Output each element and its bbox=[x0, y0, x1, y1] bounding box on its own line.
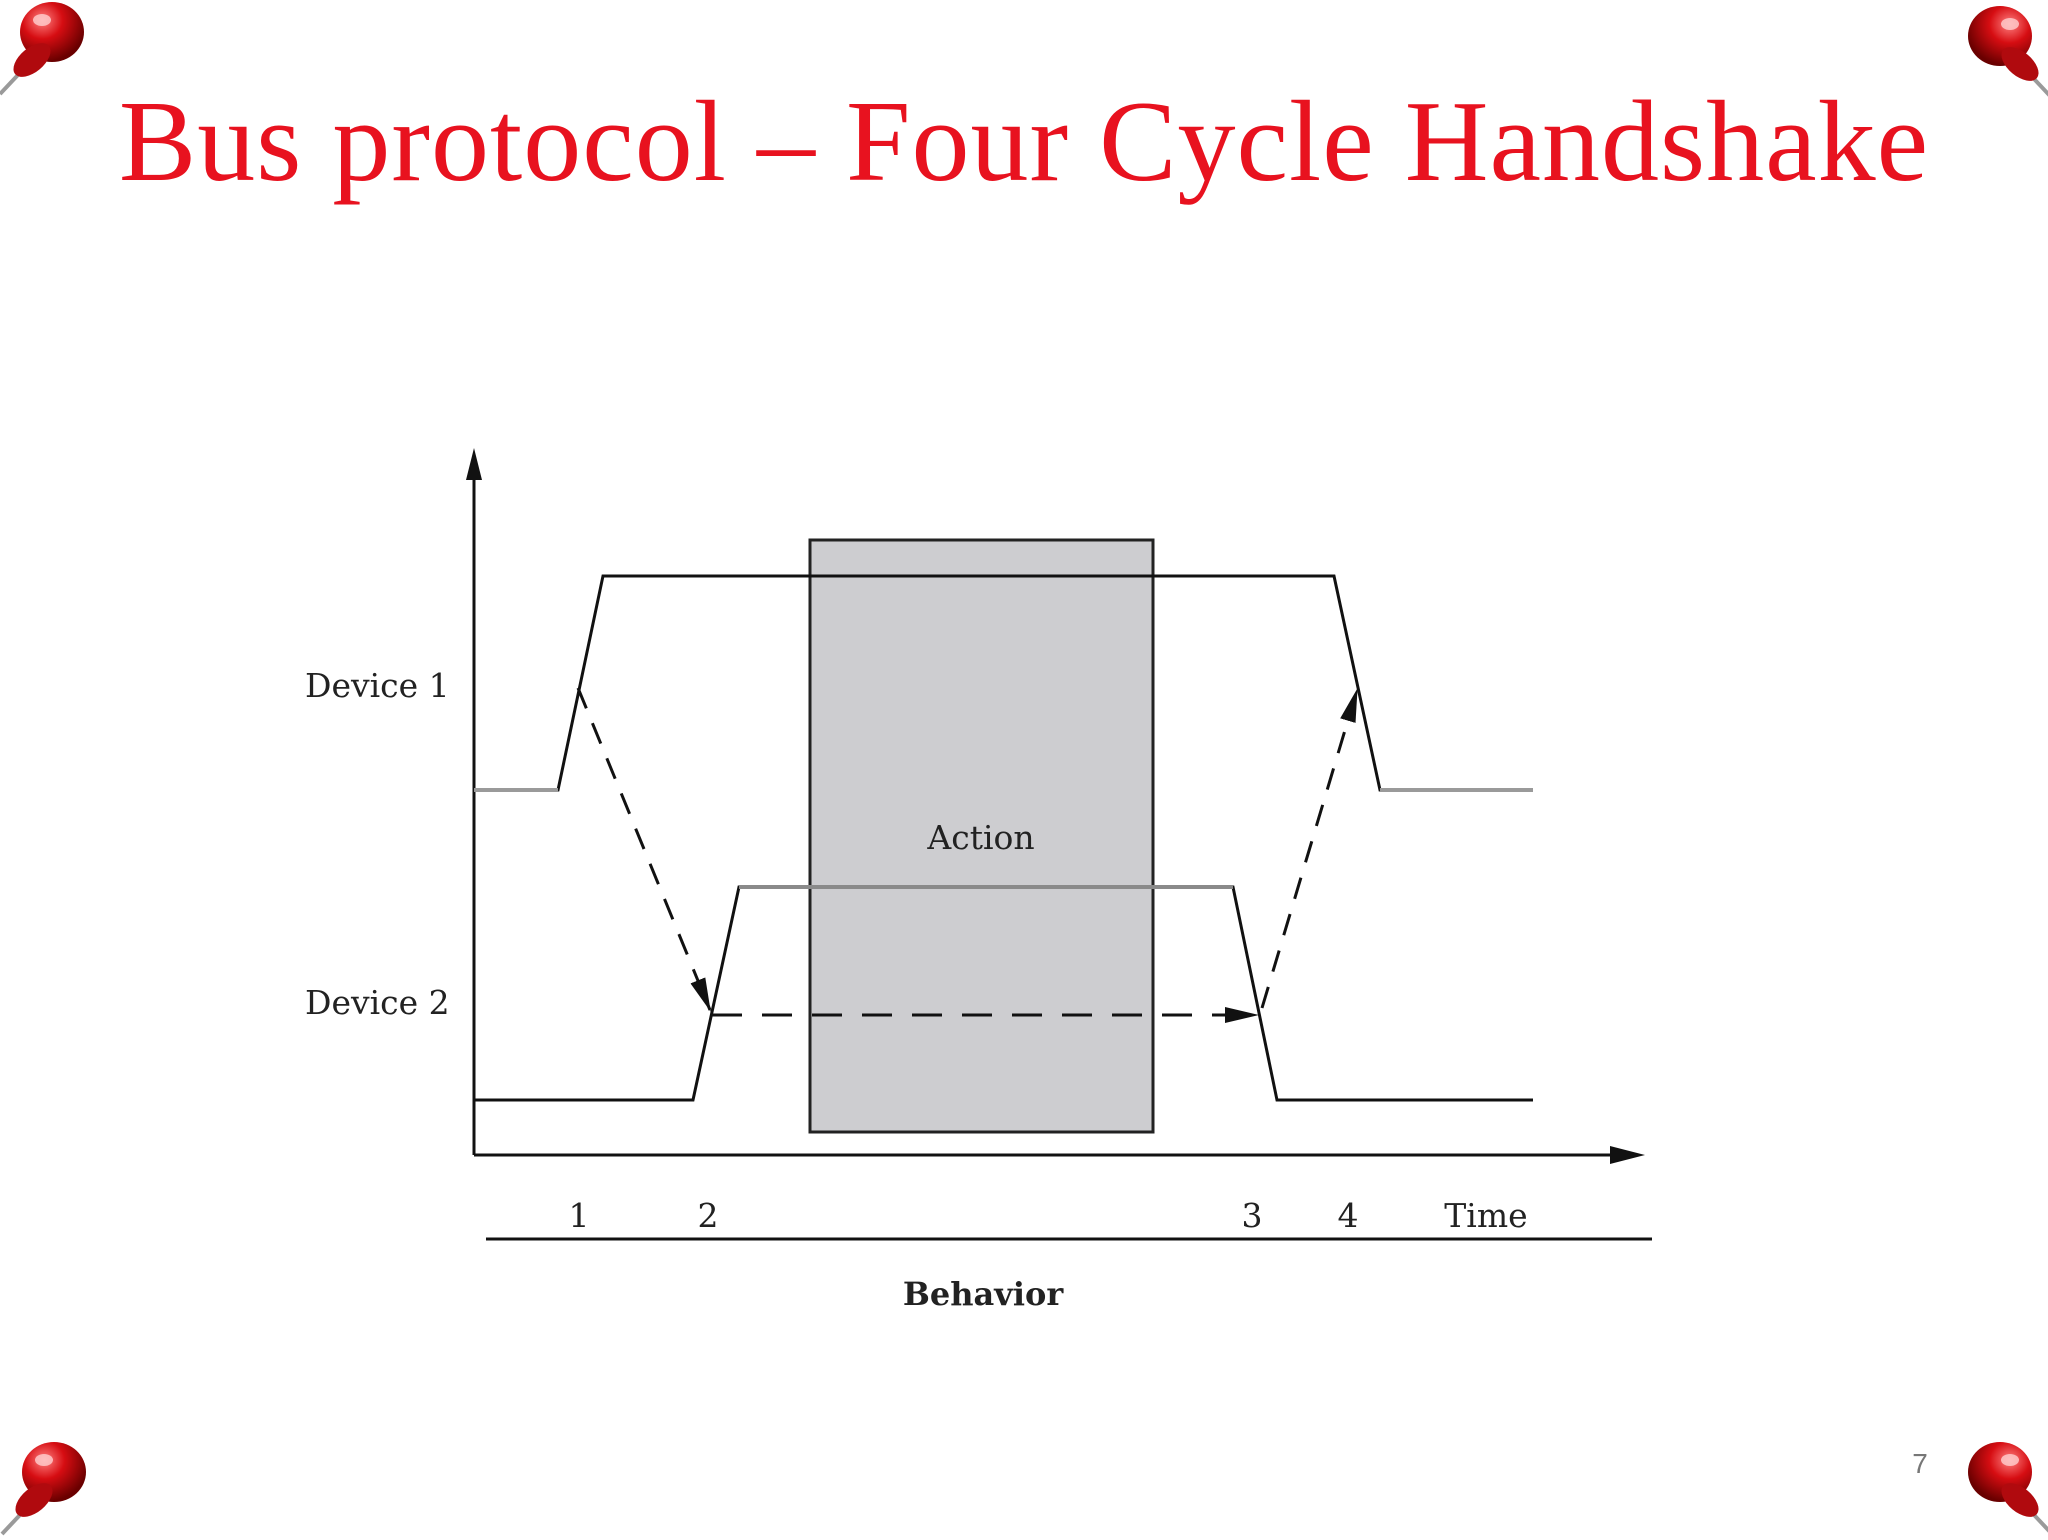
time-label: Time bbox=[1444, 1196, 1527, 1235]
device2-label: Device 2 bbox=[305, 983, 450, 1022]
time-marker-2: 2 bbox=[698, 1196, 719, 1235]
action-region bbox=[808, 538, 1155, 1134]
pushpin-icon bbox=[1968, 1442, 2048, 1536]
handshake-arrow-1-to-2 bbox=[576, 687, 712, 1012]
x-axis-arrow bbox=[1610, 1146, 1645, 1164]
behavior-label: Behavior bbox=[903, 1275, 1065, 1313]
pushpin-icon bbox=[0, 1442, 86, 1536]
time-marker-3: 3 bbox=[1242, 1196, 1263, 1235]
slide-title: Bus protocol – Four Cycle Handshake bbox=[118, 78, 1930, 206]
time-marker-1: 1 bbox=[569, 1196, 590, 1235]
device1-label: Device 1 bbox=[305, 666, 450, 705]
page-number: 7 bbox=[1912, 1448, 1928, 1479]
action-label: Action bbox=[926, 818, 1034, 857]
pushpin-icon bbox=[1968, 6, 2048, 100]
pushpin-icon bbox=[0, 2, 84, 96]
time-marker-4: 4 bbox=[1338, 1196, 1359, 1235]
handshake-arrow-3-to-4 bbox=[1260, 688, 1359, 1009]
y-axis-arrow bbox=[466, 448, 482, 480]
